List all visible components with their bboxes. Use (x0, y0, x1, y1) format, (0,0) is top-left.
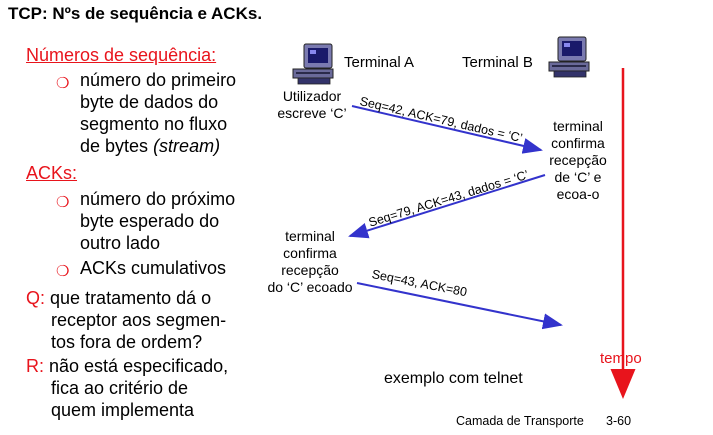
terminal-b-label: Terminal B (462, 54, 533, 71)
event-line: recepção (281, 262, 339, 278)
message-arrow-3 (356, 282, 563, 330)
footer-page-number: 3-60 (606, 414, 632, 428)
seq-bullet-line: de bytes (stream) (80, 135, 236, 157)
stream-term: (stream) (153, 136, 221, 156)
terminal-a-event-1: Utilizador escreve ‘C’ (268, 88, 356, 122)
slide-title: TCP: Nºs de sequência e ACKs. (8, 4, 263, 23)
ack-bullet-line: número do próximo (80, 189, 236, 209)
terminal-a-label: Terminal A (344, 54, 415, 71)
answer: R: não está especificado, fica ao critér… (26, 355, 228, 421)
question: Q: que tratamento dá o receptor aos segm… (26, 287, 226, 353)
bullet-circle-icon: ❍ (56, 75, 70, 92)
ack-bullet-1: número do próximo byte esperado do outro… (80, 188, 235, 254)
ack-heading: ACKs: (26, 163, 78, 183)
event-line: ecoa-o (556, 186, 600, 202)
seq-bullet-line: segmento no fluxo (80, 114, 228, 134)
event-line: escreve ‘C’ (277, 105, 347, 121)
question-line: receptor aos segmen- (51, 310, 227, 330)
diagram-caption: exemplo com telnet (384, 370, 523, 387)
time-label: tempo (600, 350, 642, 367)
seq-heading: Números de sequência: (26, 45, 217, 65)
answer-line: não está especificado, (49, 356, 229, 376)
footer-section: Camada de Transporte (456, 414, 584, 428)
ack-bullet-2: ACKs cumulativos (80, 258, 227, 278)
event-line: recepção (549, 152, 607, 168)
answer-line: quem implementa (51, 400, 195, 420)
event-line: confirma (551, 135, 605, 151)
bullet-circle-icon: ❍ (56, 194, 70, 211)
event-line: do ‘C’ ecoado (267, 279, 353, 295)
answer-label: R: (26, 356, 44, 376)
seq-bullet: número do primeiro byte de dados do segm… (80, 69, 236, 157)
terminal-a-event-2: terminal confirma recepção do ‘C’ ecoado (262, 228, 358, 296)
seq-bullet-line-text: de bytes (80, 136, 149, 156)
question-label: Q: (26, 288, 46, 308)
message-arrow-2 (348, 174, 546, 239)
seq-bullet-line: número do primeiro (80, 70, 237, 90)
event-line: Utilizador (282, 88, 342, 104)
event-line: de ‘C’ e (554, 169, 602, 185)
event-line: confirma (283, 245, 337, 261)
computer-b-icon (548, 36, 590, 78)
computer-a-icon (292, 43, 334, 85)
question-line: tos fora de ordem? (51, 332, 203, 352)
ack-bullet-line: byte esperado do (80, 211, 220, 231)
event-line: terminal (285, 228, 335, 244)
bullet-circle-icon: ❍ (56, 263, 70, 280)
question-line: que tratamento dá o (50, 288, 212, 308)
answer-line: fica ao critério de (51, 378, 189, 398)
event-line: terminal (553, 118, 603, 134)
terminal-b-event: terminal confirma recepção de ‘C’ e ecoa… (540, 118, 616, 203)
message-arrow-1 (351, 105, 543, 154)
seq-bullet-line: byte de dados do (80, 92, 219, 112)
ack-bullet-line: outro lado (80, 233, 161, 253)
